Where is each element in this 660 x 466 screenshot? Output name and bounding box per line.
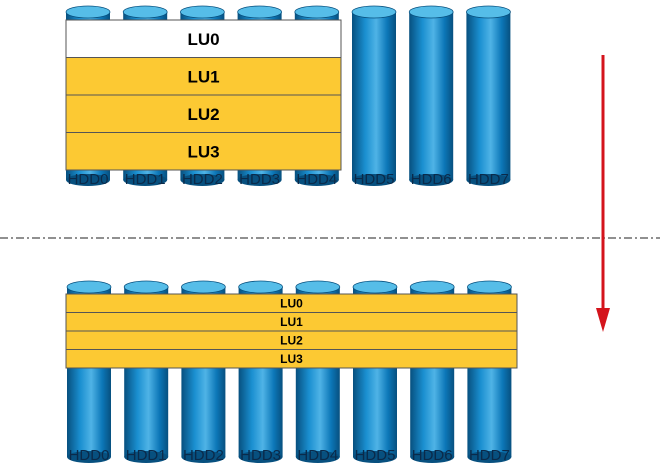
lu-layer: LU1 bbox=[65, 57, 342, 96]
hdd-top-cap bbox=[295, 280, 341, 294]
hdd-base bbox=[352, 174, 396, 186]
hdd-base bbox=[124, 451, 169, 463]
hdd-base bbox=[353, 451, 397, 463]
hdd-label: HDD0 bbox=[68, 171, 109, 188]
hdd-base bbox=[180, 174, 225, 186]
hdd-top-cap bbox=[122, 5, 168, 19]
hdd-base bbox=[466, 174, 511, 186]
hdd-label: HDD0 bbox=[69, 447, 110, 464]
lu-layer: LU2 bbox=[65, 94, 342, 133]
hdd-base bbox=[294, 174, 339, 186]
hdd-body bbox=[409, 12, 454, 180]
lu-layer: LU2 bbox=[65, 330, 518, 350]
hdd-top-cap bbox=[66, 280, 112, 294]
lu-label: LU2 bbox=[187, 105, 219, 124]
hdd-body bbox=[466, 12, 511, 180]
lu-layer: LU1 bbox=[65, 312, 518, 332]
lu-layer: LU3 bbox=[65, 349, 518, 369]
lu-label: LU2 bbox=[280, 334, 303, 348]
lu-band bbox=[65, 349, 518, 369]
hdd-label: HDD5 bbox=[354, 171, 395, 188]
hdd-top-cap bbox=[465, 5, 511, 19]
hdd-disk: HDD5 bbox=[351, 5, 397, 188]
lu-label: LU1 bbox=[187, 67, 219, 86]
lu-label: LU3 bbox=[187, 142, 219, 161]
lu-layer: LU3 bbox=[65, 132, 342, 171]
hdd-disk: HDD7 bbox=[465, 5, 511, 188]
hdd-top-cap bbox=[351, 5, 397, 19]
hdd-base bbox=[67, 451, 111, 463]
hdd-base bbox=[237, 174, 282, 186]
hdd-label: HDD7 bbox=[469, 447, 510, 464]
hdd-top-cap bbox=[238, 280, 284, 294]
hdd-top-cap bbox=[180, 280, 226, 294]
migration-arrow bbox=[596, 55, 610, 332]
arrow-head bbox=[596, 308, 610, 332]
hdd-top-cap bbox=[466, 280, 512, 294]
hdd-label: HDD2 bbox=[182, 171, 223, 188]
lu-label: LU1 bbox=[280, 315, 303, 329]
lu-band bbox=[65, 19, 342, 58]
hdd-label: HDD4 bbox=[297, 447, 338, 464]
hdd-top-cap bbox=[409, 280, 455, 294]
hdd-disk: HDD6 bbox=[408, 5, 454, 188]
hdd-label: HDD1 bbox=[126, 447, 167, 464]
hdd-label: HDD1 bbox=[125, 171, 166, 188]
hdd-base bbox=[66, 174, 110, 186]
hdd-base bbox=[295, 451, 340, 463]
hdd-label: HDD3 bbox=[239, 171, 280, 188]
hdd-label: HDD4 bbox=[296, 171, 337, 188]
lu-label: LU0 bbox=[187, 30, 219, 49]
hdd-base bbox=[181, 451, 226, 463]
hdd-label: HDD7 bbox=[468, 171, 509, 188]
hdd-base bbox=[238, 451, 283, 463]
lu-label: LU0 bbox=[280, 297, 303, 311]
hdd-base bbox=[123, 174, 168, 186]
hdd-base bbox=[409, 174, 454, 186]
lu-layer: LU0 bbox=[65, 19, 342, 58]
hdd-base bbox=[467, 451, 512, 463]
hdd-label: HDD5 bbox=[355, 447, 396, 464]
hdd-label: HDD6 bbox=[412, 447, 453, 464]
hdd-label: HDD6 bbox=[411, 171, 452, 188]
hdd-label: HDD3 bbox=[240, 447, 281, 464]
hdd-top-cap bbox=[294, 5, 340, 19]
hdd-top-cap bbox=[237, 5, 283, 19]
lu-band bbox=[65, 57, 342, 96]
hdd-top-cap bbox=[352, 280, 398, 294]
lu-layer: LU0 bbox=[65, 293, 518, 313]
hdd-top-cap bbox=[408, 5, 454, 19]
lu-band bbox=[65, 132, 342, 171]
hdd-label: HDD2 bbox=[183, 447, 224, 464]
hdd-top-cap bbox=[65, 5, 111, 19]
lu-label: LU3 bbox=[280, 352, 303, 366]
hdd-body bbox=[352, 12, 396, 180]
hdd-top-cap bbox=[123, 280, 169, 294]
hdd-top-cap bbox=[179, 5, 225, 19]
hdd-base bbox=[410, 451, 455, 463]
